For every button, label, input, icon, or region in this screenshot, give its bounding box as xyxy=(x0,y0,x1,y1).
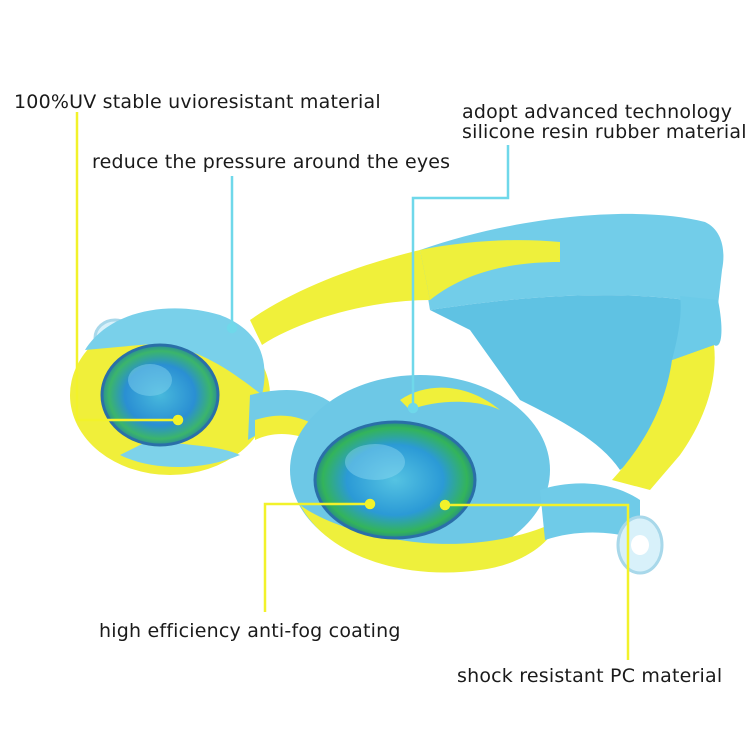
feature-shock: shock resistant PC material xyxy=(457,665,723,687)
right-lens xyxy=(313,420,477,540)
strap-back-yellow-lower xyxy=(430,295,718,470)
feature-uv: 100%UV stable uvioresistant material xyxy=(14,91,381,113)
callout-uv xyxy=(75,112,184,426)
strap-yellow-right xyxy=(612,345,715,490)
callout-shock xyxy=(439,499,630,660)
strap-yellow-top xyxy=(250,250,430,345)
feature-pressure: reduce the pressure around the eyes xyxy=(92,151,451,173)
feature-technology-line1: adopt advanced technology xyxy=(462,101,733,123)
right-strap-clip xyxy=(540,483,640,540)
callout-pressure xyxy=(226,176,238,334)
feature-technology-line2: silicone resin rubber material xyxy=(462,121,747,143)
callout-antifog xyxy=(263,498,376,612)
left-lens xyxy=(100,343,220,447)
strap-cyan-right xyxy=(672,296,722,360)
feature-antifog: high efficiency anti-fog coating xyxy=(99,620,401,642)
strap-back-cyan xyxy=(420,213,724,310)
callout-technology xyxy=(407,145,510,414)
strap-yellow-top-2 xyxy=(420,240,560,300)
